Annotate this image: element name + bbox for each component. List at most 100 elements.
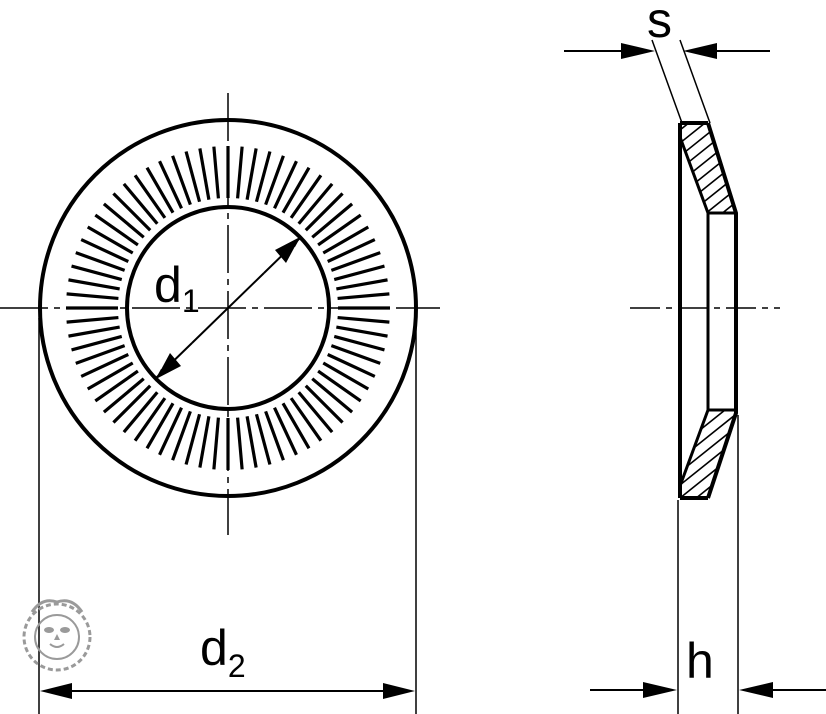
serration-tooth — [254, 151, 272, 203]
hatch-line — [680, 156, 736, 213]
s-arrowhead-left — [621, 43, 655, 59]
serration-tooth — [311, 202, 354, 239]
serration-tooth — [264, 155, 285, 206]
serration-tooth — [297, 391, 334, 434]
serration-tooth — [158, 407, 183, 456]
serration-tooth — [317, 369, 362, 403]
serration-tooth — [94, 213, 139, 247]
outer-diameter-circle — [38, 118, 418, 498]
section-hatch-top — [680, 123, 736, 213]
serration-tooth — [337, 292, 390, 301]
d2-arrowhead-right — [383, 683, 415, 699]
serration-tooth — [80, 353, 129, 378]
serration-tooth — [304, 384, 344, 424]
serration-tooth — [184, 413, 202, 465]
serration-tooth — [322, 361, 370, 391]
h-arrowhead-right — [739, 682, 773, 698]
serration-tooth — [66, 292, 119, 301]
d1-dimension-line — [191, 272, 265, 344]
serration-tooth — [264, 410, 285, 461]
serration-tooth — [71, 264, 123, 282]
hatch-line — [680, 410, 736, 437]
serration-tooth — [336, 278, 388, 291]
serration-tooth — [171, 410, 192, 461]
serration-tooth — [198, 416, 211, 468]
hatch-line — [680, 195, 736, 213]
serration-tooth — [254, 413, 272, 465]
serration-tooth — [86, 225, 134, 255]
serration-tooth — [94, 369, 139, 403]
hatch-line — [680, 410, 736, 476]
d1-label: d1 — [154, 257, 200, 319]
d2-arrowhead-left — [40, 683, 72, 699]
serration-tooth — [235, 417, 244, 470]
s-extension-right — [679, 39, 711, 124]
serration-tooth — [158, 160, 183, 209]
serration-tooth — [333, 334, 385, 352]
serration-tooth — [198, 148, 211, 200]
d1-arrowhead-lower — [156, 353, 181, 379]
serration-tooth — [235, 146, 244, 199]
serration-tooth — [245, 416, 258, 468]
side-section-view: s h — [564, 0, 826, 714]
hatch-line — [680, 130, 736, 212]
serration-tooth — [336, 325, 388, 338]
serration-tooth — [327, 353, 376, 378]
h-label: h — [686, 633, 714, 689]
serration-tooth — [145, 166, 175, 214]
serration-tooth — [184, 151, 202, 203]
serration-tooth — [322, 225, 370, 255]
serration-tooth — [68, 325, 120, 338]
hatch-line — [680, 123, 736, 160]
front-view: d1 d2 — [0, 93, 440, 714]
serration-tooth — [75, 251, 126, 272]
hatch-line — [680, 123, 736, 199]
serration-tooth — [297, 182, 334, 225]
serration-tooth — [289, 174, 323, 219]
s-extension-left — [651, 39, 683, 124]
serration-tooth — [133, 397, 167, 442]
d2-label: d2 — [200, 620, 246, 684]
hatch-line — [660, 499, 760, 579]
hatch-line — [680, 410, 736, 411]
serration-tooth — [281, 166, 311, 214]
serration-tooth — [245, 148, 258, 200]
serration-tooth — [333, 264, 385, 282]
serration-tooth — [273, 407, 298, 456]
hatch-line — [680, 123, 736, 186]
serration-tooth — [337, 315, 390, 324]
serration-tooth — [80, 238, 129, 263]
serration-tooth — [212, 417, 221, 470]
hatch-line — [680, 143, 736, 213]
inner-diameter-circle — [125, 205, 331, 411]
serration-tooth — [66, 315, 119, 324]
hatch-line — [680, 446, 736, 498]
serration-teeth — [66, 146, 390, 470]
lion-head-icon — [22, 599, 92, 672]
hatch-line — [680, 420, 736, 498]
s-arrowhead-right — [683, 43, 717, 59]
serration-tooth — [145, 402, 175, 450]
serration-tooth — [112, 192, 152, 232]
hatch-line — [680, 182, 736, 213]
serration-tooth — [317, 213, 362, 247]
serration-tooth — [281, 402, 311, 450]
serration-tooth — [171, 155, 192, 206]
hatch-line — [680, 208, 736, 213]
s-label: s — [647, 0, 672, 48]
d1-arrowhead-upper — [275, 237, 300, 263]
serration-tooth — [330, 344, 381, 365]
serration-tooth — [311, 377, 354, 414]
serration-tooth — [289, 397, 323, 442]
serration-tooth — [102, 202, 145, 239]
serration-tooth — [330, 251, 381, 272]
side-outline-right-edge — [706, 122, 738, 499]
hatch-line — [680, 169, 736, 213]
hatch-line — [680, 472, 736, 498]
serration-tooth — [304, 192, 344, 232]
serration-tooth — [327, 238, 376, 263]
serration-tooth — [102, 377, 145, 414]
serration-tooth — [122, 391, 159, 434]
hatch-line — [680, 459, 736, 498]
